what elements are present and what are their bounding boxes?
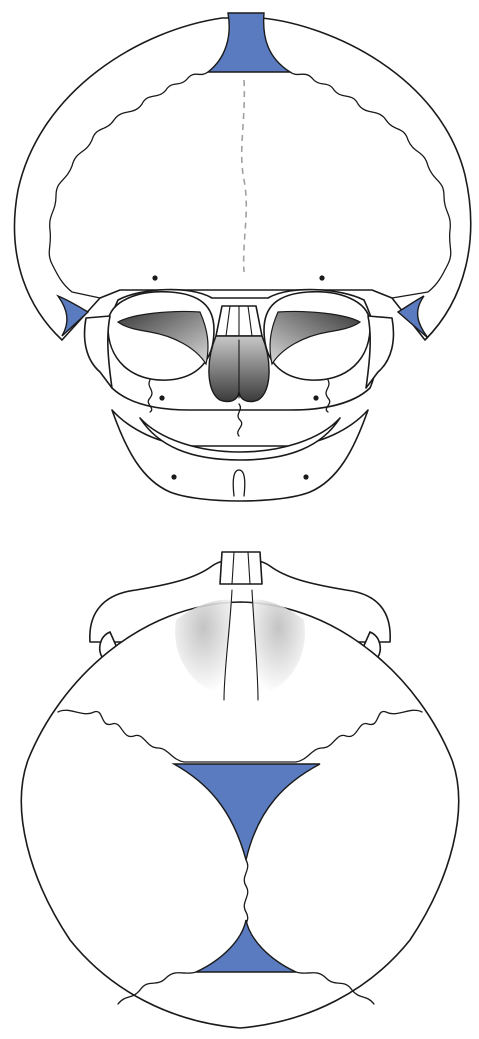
mental-foramen-right: [303, 474, 308, 479]
superior-view: [21, 552, 458, 1028]
superior-nasion: [220, 552, 262, 584]
frontal-view: [14, 13, 470, 501]
mental-foramen-left: [171, 474, 176, 479]
left-zygoma: [85, 316, 112, 388]
infraorbital-foramen-right: [313, 395, 318, 400]
supraorbital-foramen-right: [319, 275, 324, 280]
supraorbital-foramen-left: [152, 275, 157, 280]
infraorbital-foramen-left: [159, 395, 164, 400]
right-zygoma: [366, 316, 393, 388]
